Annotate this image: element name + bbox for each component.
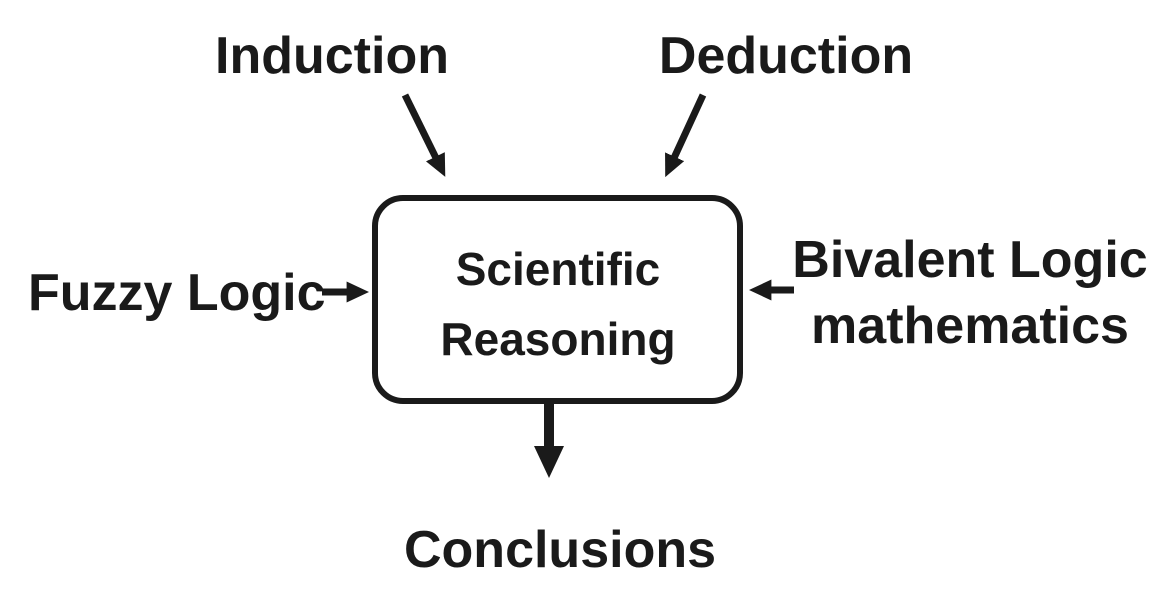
deduction-arrow [665, 93, 707, 178]
center-label-line2: Reasoning [440, 313, 675, 365]
center-label-line1: Scientific [456, 243, 661, 295]
fuzzy-logic-label: Fuzzy Logic [28, 264, 326, 322]
scientific-reasoning-box [372, 195, 743, 404]
induction-arrow [401, 93, 446, 177]
induction-label: Induction [215, 27, 449, 85]
bivalent-logic-label: Bivalent Logic [792, 231, 1147, 289]
deduction-label: Deduction [659, 27, 913, 85]
conclusions-label: Conclusions [404, 521, 716, 579]
mathematics-label: mathematics [811, 297, 1129, 355]
